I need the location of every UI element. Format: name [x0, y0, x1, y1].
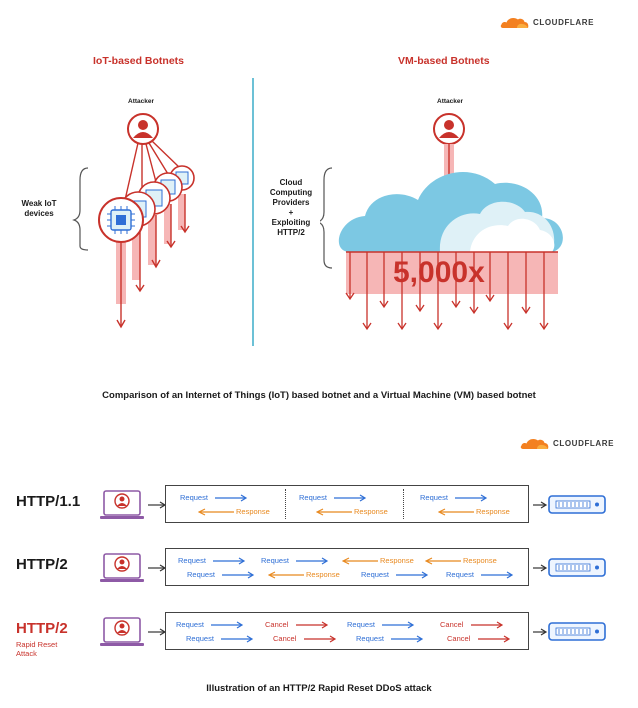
cloud-providers-brace: [320, 167, 333, 269]
device-down-arrows: [116, 194, 190, 329]
response-arrow: [342, 557, 378, 565]
request-arrow: [391, 635, 424, 643]
request-arrow: [296, 557, 329, 565]
response-arrow: [438, 508, 474, 516]
cloudflare-logo-bottom: CLOUDFLARE: [520, 436, 614, 450]
response-arrow: [198, 508, 234, 516]
request-arrow: [222, 571, 255, 579]
vm-down-arrows: [345, 252, 549, 331]
cancel-arrow: [470, 621, 503, 629]
cloudflare-logo: CLOUDFLARE: [500, 15, 594, 29]
request-arrow: [215, 494, 248, 502]
server-icon: [548, 622, 606, 641]
request-arrow: [382, 621, 415, 629]
attacker-label-right: Attacker: [437, 98, 464, 105]
client-laptop-icon: [100, 490, 144, 519]
cancel-arrow: [295, 621, 328, 629]
cancel-arrow: [477, 635, 510, 643]
lane-to-server-arrow: [533, 628, 548, 636]
iot-botnets-title: IoT-based Botnets: [93, 55, 185, 67]
section-divider: [252, 78, 254, 346]
client-laptop-icon: [100, 553, 144, 582]
cloud-logo-icon: [500, 17, 529, 28]
response-arrow: [316, 508, 352, 516]
request-lane: [165, 612, 529, 650]
response-label: Response: [354, 507, 388, 516]
request-arrow: [455, 494, 488, 502]
cloud-logo-icon: [520, 438, 549, 449]
attacker-icon-right: [433, 113, 465, 145]
request-label: Request: [347, 620, 375, 629]
vm-botnet-diagram: [320, 113, 563, 331]
request-arrow: [211, 621, 244, 629]
cancel-label: Cancel: [273, 634, 297, 643]
response-label: Response: [306, 570, 340, 579]
server-icon: [548, 558, 606, 577]
request-label: Request: [420, 493, 448, 502]
server-icon: [548, 495, 606, 514]
request-label: Request: [261, 556, 289, 565]
rapid-reset-caption: Illustration of an HTTP/2 Rapid Reset DD…: [206, 683, 432, 694]
request-label: Request: [186, 634, 214, 643]
lane-separator: [285, 489, 286, 519]
weak-devices-brace: [72, 167, 89, 251]
response-arrow: [268, 571, 304, 579]
response-label: Response: [236, 507, 270, 516]
request-arrow: [396, 571, 429, 579]
response-label: Response: [380, 556, 414, 565]
request-label: Request: [176, 620, 204, 629]
request-arrow: [213, 557, 246, 565]
comparison-caption: Comparison of an Internet of Things (IoT…: [102, 390, 536, 401]
request-lane: [165, 485, 529, 523]
request-label: Request: [361, 570, 389, 579]
lane-separator: [403, 489, 404, 519]
response-label: Response: [463, 556, 497, 565]
brand-name: CLOUDFLARE: [553, 438, 615, 448]
request-label: Request: [446, 570, 474, 579]
cancel-arrow: [303, 635, 336, 643]
attacker-icon-left: [127, 113, 159, 145]
multiplier-block: [346, 252, 558, 294]
iot-botnet-diagram: [72, 113, 195, 329]
cancel-label: Cancel: [447, 634, 471, 643]
request-label: Request: [187, 570, 215, 579]
request-label: Request: [180, 493, 208, 502]
cloud-computing-icon: [338, 172, 563, 252]
request-label: Request: [356, 634, 384, 643]
multiplier-text: 5,000x: [393, 256, 485, 289]
request-label: Request: [299, 493, 327, 502]
cancel-label: Cancel: [265, 620, 289, 629]
cancel-label: Cancel: [440, 620, 464, 629]
attacker-label-left: Attacker: [128, 98, 155, 105]
request-arrow: [481, 571, 514, 579]
iot-device-icons: [98, 165, 195, 243]
protocol-label: HTTP/2: [16, 556, 68, 573]
response-label: Response: [476, 507, 510, 516]
response-arrow: [425, 557, 461, 565]
request-arrow: [221, 635, 254, 643]
lane-to-server-arrow: [533, 564, 548, 572]
lane-to-server-arrow: [533, 501, 548, 509]
request-lane: [165, 548, 529, 586]
weak-iot-label: Weak IoT devices: [21, 199, 57, 218]
attacker-fan-lines: [124, 140, 181, 201]
request-label: Request: [178, 556, 206, 565]
brand-name: CLOUDFLARE: [533, 17, 595, 27]
protocol-label: HTTP/2: [16, 620, 68, 637]
vm-botnets-title: VM-based Botnets: [398, 55, 490, 67]
protocol-label: HTTP/1.1: [16, 493, 81, 510]
request-arrow: [334, 494, 367, 502]
client-laptop-icon: [100, 617, 144, 646]
cloud-providers-label: Cloud Computing Providers + Exploiting H…: [269, 178, 313, 237]
